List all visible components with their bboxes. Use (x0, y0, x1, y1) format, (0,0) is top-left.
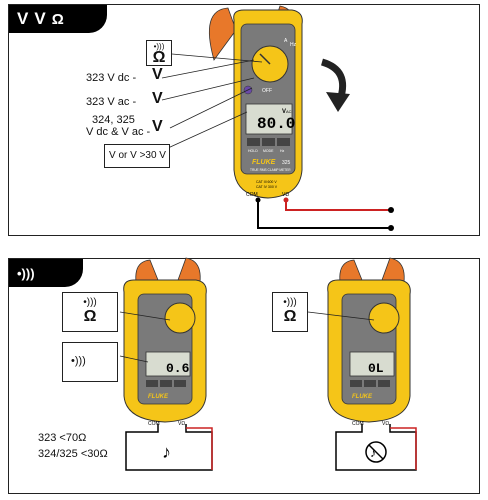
red-probe-tip (388, 207, 394, 213)
left-brand: FLUKE (148, 394, 169, 400)
right-v-label: VΩ (382, 421, 389, 427)
right-ohm-callout: •))) Ω (272, 292, 308, 332)
black-probe-wire (257, 200, 390, 229)
continuity-panel: •))) (8, 258, 480, 494)
threshold-324-325: 324/325 <30Ω (38, 448, 108, 460)
lcd-value: 80.0 (257, 115, 295, 133)
left-jaw (208, 7, 237, 61)
beep-note-icon: ♪ (162, 442, 171, 462)
right-rotary-dial[interactable] (368, 302, 400, 334)
vdcac-label-2: V dc & V ac - (86, 126, 151, 138)
off-label: OFF (262, 88, 272, 94)
left-rotary-dial[interactable] (164, 302, 196, 334)
left-circuit-red (186, 427, 213, 470)
hz-btn-label: Hz (280, 149, 285, 153)
model-number: 325 (282, 160, 291, 166)
vdc-header-symbol: V (17, 9, 29, 28)
red-probe-wire (285, 200, 390, 211)
right-com-label: COM (352, 421, 364, 427)
vdcac-symbol: V (152, 118, 163, 135)
right-brand: FLUKE (352, 394, 373, 400)
continuity-meter-right: 0L FLUKE COM VΩ (327, 257, 411, 427)
ohm-callout: •))) Ω (146, 40, 172, 66)
hold-button[interactable] (247, 138, 260, 146)
lcd-display (245, 103, 293, 135)
right-circuit-red (390, 427, 417, 470)
rotate-arrow-head (326, 92, 350, 112)
voltage-panel: V V Ω (8, 4, 480, 236)
right-lcd (349, 351, 395, 377)
hazard-text: V or V >30 V (109, 150, 166, 161)
mode-button[interactable] (262, 138, 275, 146)
lcd-unit: V (282, 109, 286, 115)
lcd-unit-sub: AC (286, 109, 292, 114)
v-jack-label: VΩ (282, 192, 289, 198)
right-lcd-value: 0L (368, 361, 384, 376)
voltage-header: V V Ω (9, 5, 107, 33)
left-lcd-value: 0.6 (166, 361, 190, 376)
cat-rating-2: CAT IV 300 V (256, 185, 278, 189)
left-ohm-symbol: Ω (83, 308, 97, 325)
com-jack-label: COM (246, 192, 258, 198)
threshold-323: 323 <70Ω (38, 432, 87, 444)
vac-header-symbol: V (34, 9, 46, 28)
hazard-callout: V or V >30 V (104, 144, 170, 168)
left-ohm-callout: •))) Ω (62, 292, 118, 332)
cat-rating-1: CAT III 600 V (256, 180, 277, 184)
vac-symbol: V (152, 90, 163, 107)
vdc-label: 323 V dc - (86, 72, 137, 84)
right-ohm-symbol: Ω (283, 308, 297, 325)
left-circuit-black (125, 424, 213, 471)
ohm-header-symbol: Ω (51, 10, 64, 28)
continuity-icon-callout: •))) (62, 342, 118, 382)
continuity-header: •))) (9, 259, 83, 287)
hold-label: HOLD (248, 149, 258, 153)
hz-label: Hz (290, 42, 297, 48)
vdc-symbol: V (152, 66, 163, 83)
no-beep-note: ♪ (370, 446, 376, 460)
left-com-label: COM (148, 421, 160, 427)
continuity-meter-left: 0.6 FLUKE COM VΩ (123, 257, 207, 427)
black-probe-tip (388, 225, 394, 231)
vac-label: 323 V ac - (86, 96, 137, 108)
ohm-callout-symbol: Ω (152, 49, 166, 66)
continuity-header-symbol: •))) (17, 265, 35, 281)
left-v-label: VΩ (178, 421, 185, 427)
mode-label: MODE (263, 149, 274, 153)
vdcac-label-1: 324, 325 (92, 114, 135, 126)
clamp-meter-325: A Hz OFF 80.0 V AC HOLD MODE Hz FLUKE 32… (208, 5, 303, 203)
right-circuit-black (335, 424, 417, 471)
hz-button[interactable] (277, 138, 290, 146)
left-lcd (145, 351, 191, 377)
dial-pointer (259, 53, 271, 65)
brand-logo: FLUKE (252, 159, 276, 166)
amp-label: A (284, 38, 288, 44)
continuity-icon: •))) (71, 355, 86, 367)
meter-subtitle: TRUE RMS CLAMP METER (250, 168, 291, 172)
